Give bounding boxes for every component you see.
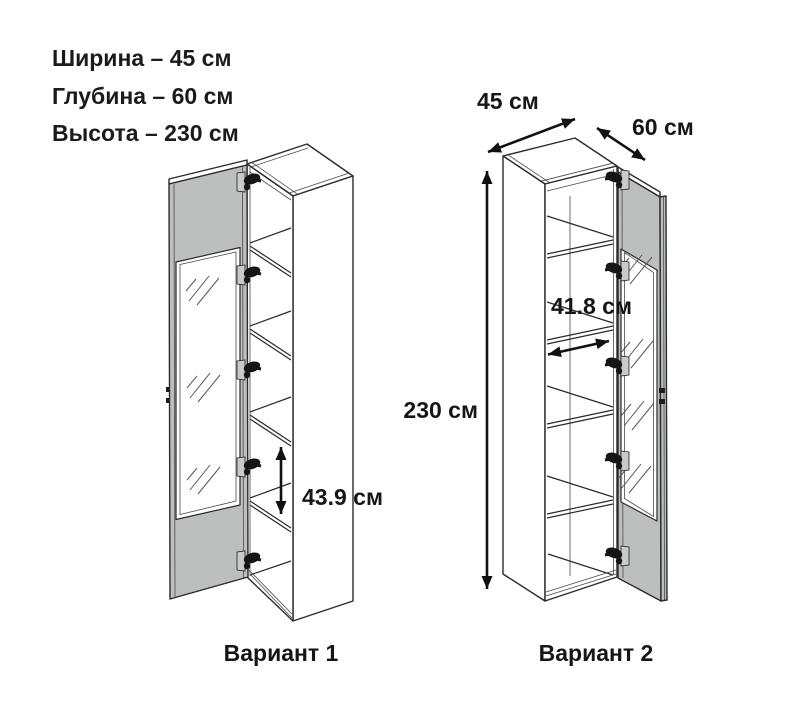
spec-height-label: Высота – 230 см <box>52 120 239 146</box>
variant1-door <box>166 159 249 600</box>
variant1-opening <box>246 163 294 622</box>
variant2-side-panel <box>502 155 546 602</box>
width-arrow <box>487 117 576 154</box>
variant2-caption: Вариант 2 <box>538 640 654 666</box>
variant1-caption: Вариант 1 <box>223 640 339 666</box>
variant2-door <box>617 166 668 602</box>
variant2-drawing <box>481 117 668 602</box>
variant2-door-glass <box>620 248 658 522</box>
door-handle <box>166 398 170 403</box>
door-handle <box>166 387 170 392</box>
glass-reflection-hatches <box>185 275 221 495</box>
door-handle <box>659 399 665 404</box>
variant1-side-panel <box>292 175 354 622</box>
interior-width-label: 41.8 см <box>551 293 632 319</box>
variant2-shelves <box>545 215 617 597</box>
depth-dimension-label: 60 см <box>632 114 694 140</box>
variant2-opening <box>544 165 618 602</box>
spec-depth-label: Глубина – 60 см <box>52 83 234 109</box>
depth-arrow <box>596 126 646 162</box>
width-dimension-label: 45 см <box>477 88 539 114</box>
spec-width-label: Ширина – 45 см <box>52 45 232 71</box>
variant1-door-glass <box>175 246 241 521</box>
interior-width-arrow <box>547 338 610 358</box>
variant1-drawing <box>166 143 354 622</box>
door-handle <box>659 388 665 393</box>
variant1-shelves <box>248 227 293 619</box>
shelf-spacing-label: 43.9 см <box>302 484 383 510</box>
height-dimension-label: 230 см <box>403 397 478 423</box>
